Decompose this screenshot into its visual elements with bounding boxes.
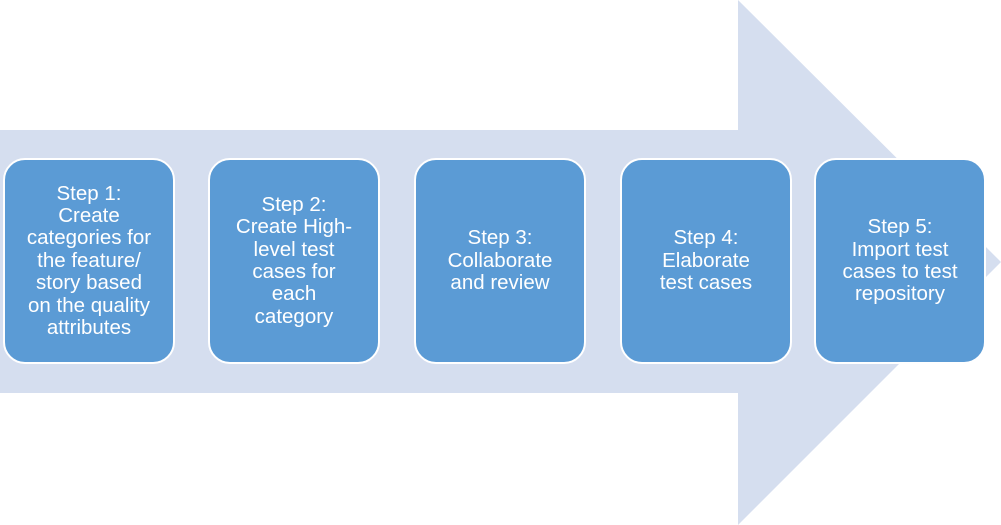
step-2-label: Step 2: Create High- level test cases fo…	[235, 192, 353, 328]
step-1-box: Step 1: Create categories for the featur…	[3, 158, 175, 364]
step-1-label: Step 1: Create categories for the featur…	[26, 181, 152, 340]
step-5-label: Step 5: Import test cases to test reposi…	[842, 215, 958, 306]
step-3-box: Step 3: Collaborate and review	[414, 158, 586, 364]
step-4-label: Step 4: Elaborate test cases	[659, 226, 753, 295]
step-3-label: Step 3: Collaborate and review	[447, 226, 553, 295]
step-4-box: Step 4: Elaborate test cases	[620, 158, 792, 364]
step-5-box: Step 5: Import test cases to test reposi…	[814, 158, 986, 364]
step-2-box: Step 2: Create High- level test cases fo…	[208, 158, 380, 364]
